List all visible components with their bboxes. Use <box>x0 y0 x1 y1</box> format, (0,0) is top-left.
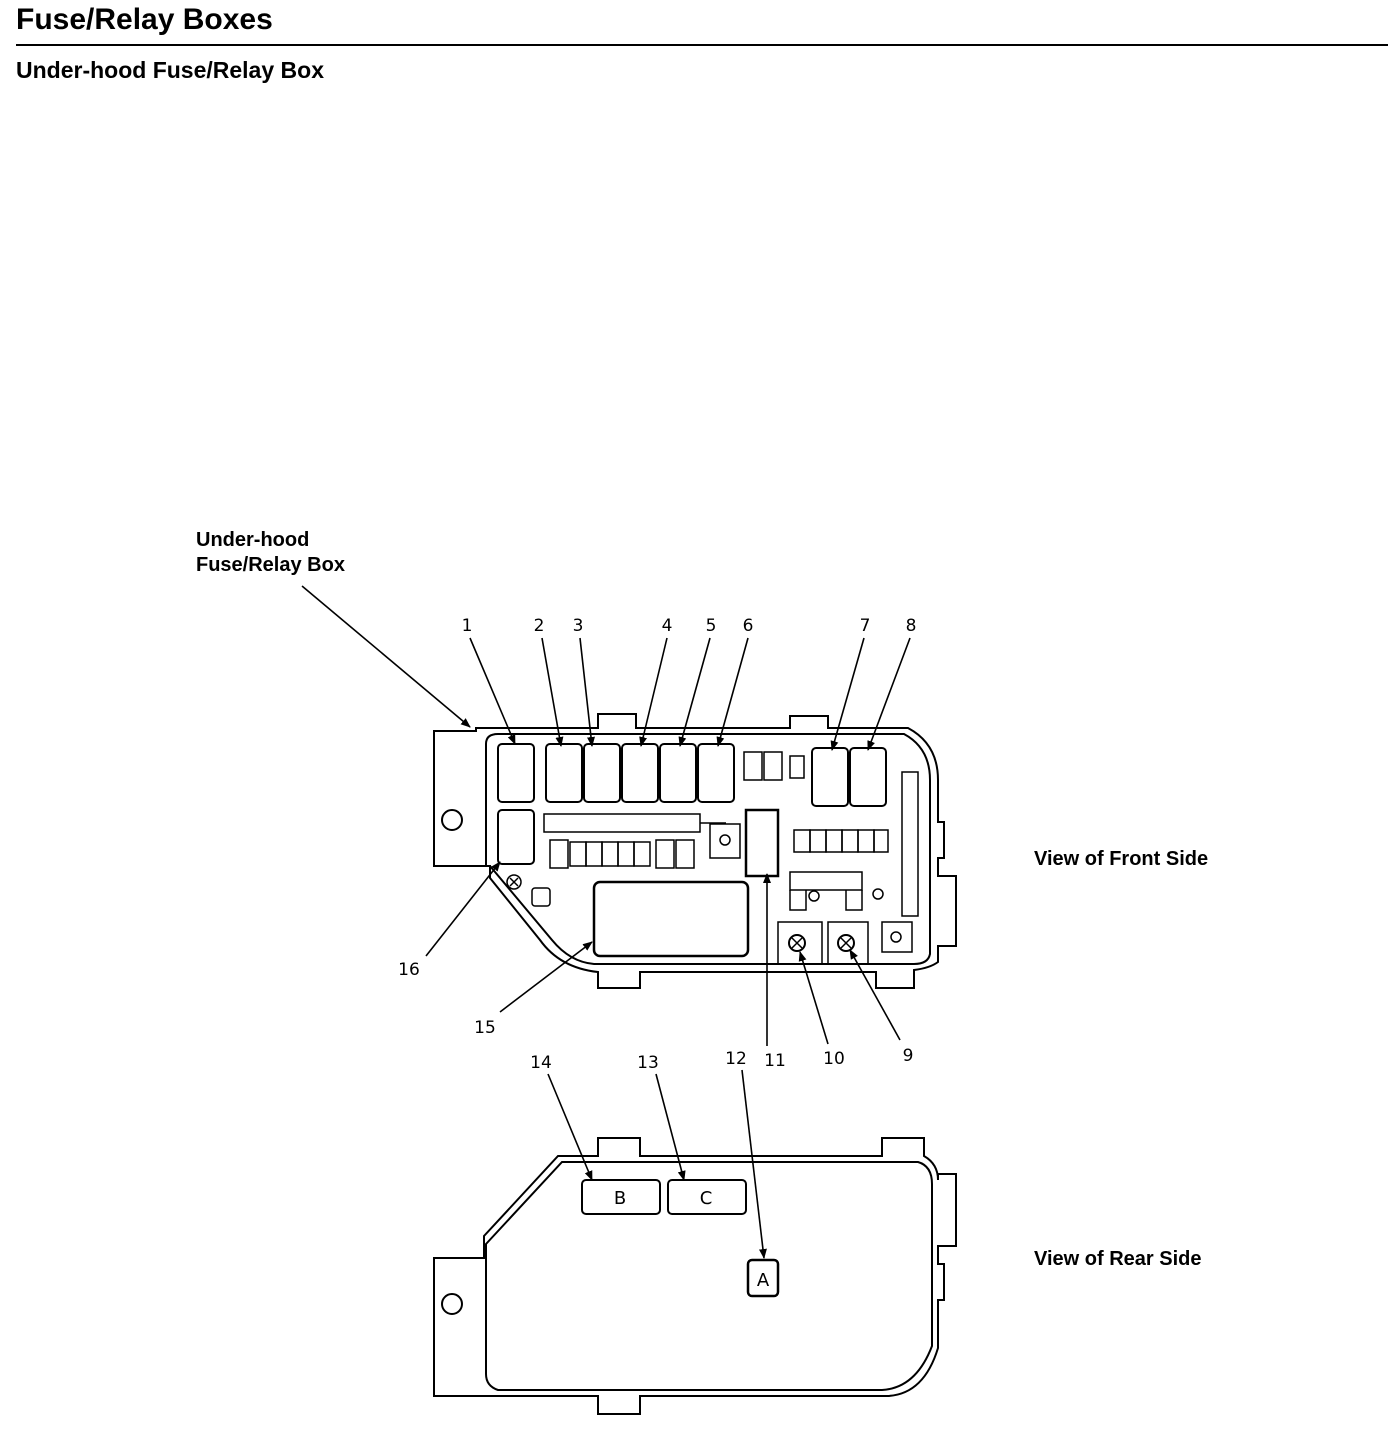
callout-11: 11 <box>764 1051 786 1071</box>
callout-7: 7 <box>860 616 871 636</box>
box-label: Under-hood Fuse/Relay Box <box>196 528 345 578</box>
rear-view-label: View of Rear Side <box>1034 1248 1202 1270</box>
callout-6: 6 <box>743 616 754 636</box>
callout-15: 15 <box>474 1018 496 1038</box>
rear-inner-frame <box>485 1161 933 1391</box>
callout-4: 4 <box>662 616 673 636</box>
callout-8: 8 <box>906 616 917 636</box>
callout-12: 12 <box>725 1049 747 1069</box>
callout-10: 10 <box>823 1049 845 1069</box>
front-housing-outline <box>433 713 957 989</box>
box-label-line2: Fuse/Relay Box <box>196 554 345 576</box>
connector-label-b: B <box>614 1188 626 1209</box>
rear-view-box <box>433 1137 957 1415</box>
section-title: Under-hood Fuse/Relay Box <box>16 57 324 83</box>
callout-9: 9 <box>903 1046 914 1066</box>
callout-2: 2 <box>534 616 545 636</box>
callout-5: 5 <box>706 616 717 636</box>
connector-label-c: C <box>700 1188 713 1209</box>
connector-label-a: A <box>757 1270 770 1291</box>
page-title: Fuse/Relay Boxes <box>16 3 273 36</box>
callout-3: 3 <box>573 616 584 636</box>
callout-arrows <box>301 585 911 1259</box>
title-divider <box>16 44 1388 46</box>
callout-13: 13 <box>637 1053 659 1073</box>
callout-16: 16 <box>398 960 420 980</box>
box-label-line1: Under-hood <box>196 529 310 551</box>
rear-housing-outline <box>433 1137 957 1415</box>
front-view-label: View of Front Side <box>1034 848 1209 870</box>
front-view-box <box>433 713 957 989</box>
front-inner-frame <box>485 733 931 965</box>
callout-1: 1 <box>462 616 473 636</box>
callout-14: 14 <box>530 1053 552 1073</box>
